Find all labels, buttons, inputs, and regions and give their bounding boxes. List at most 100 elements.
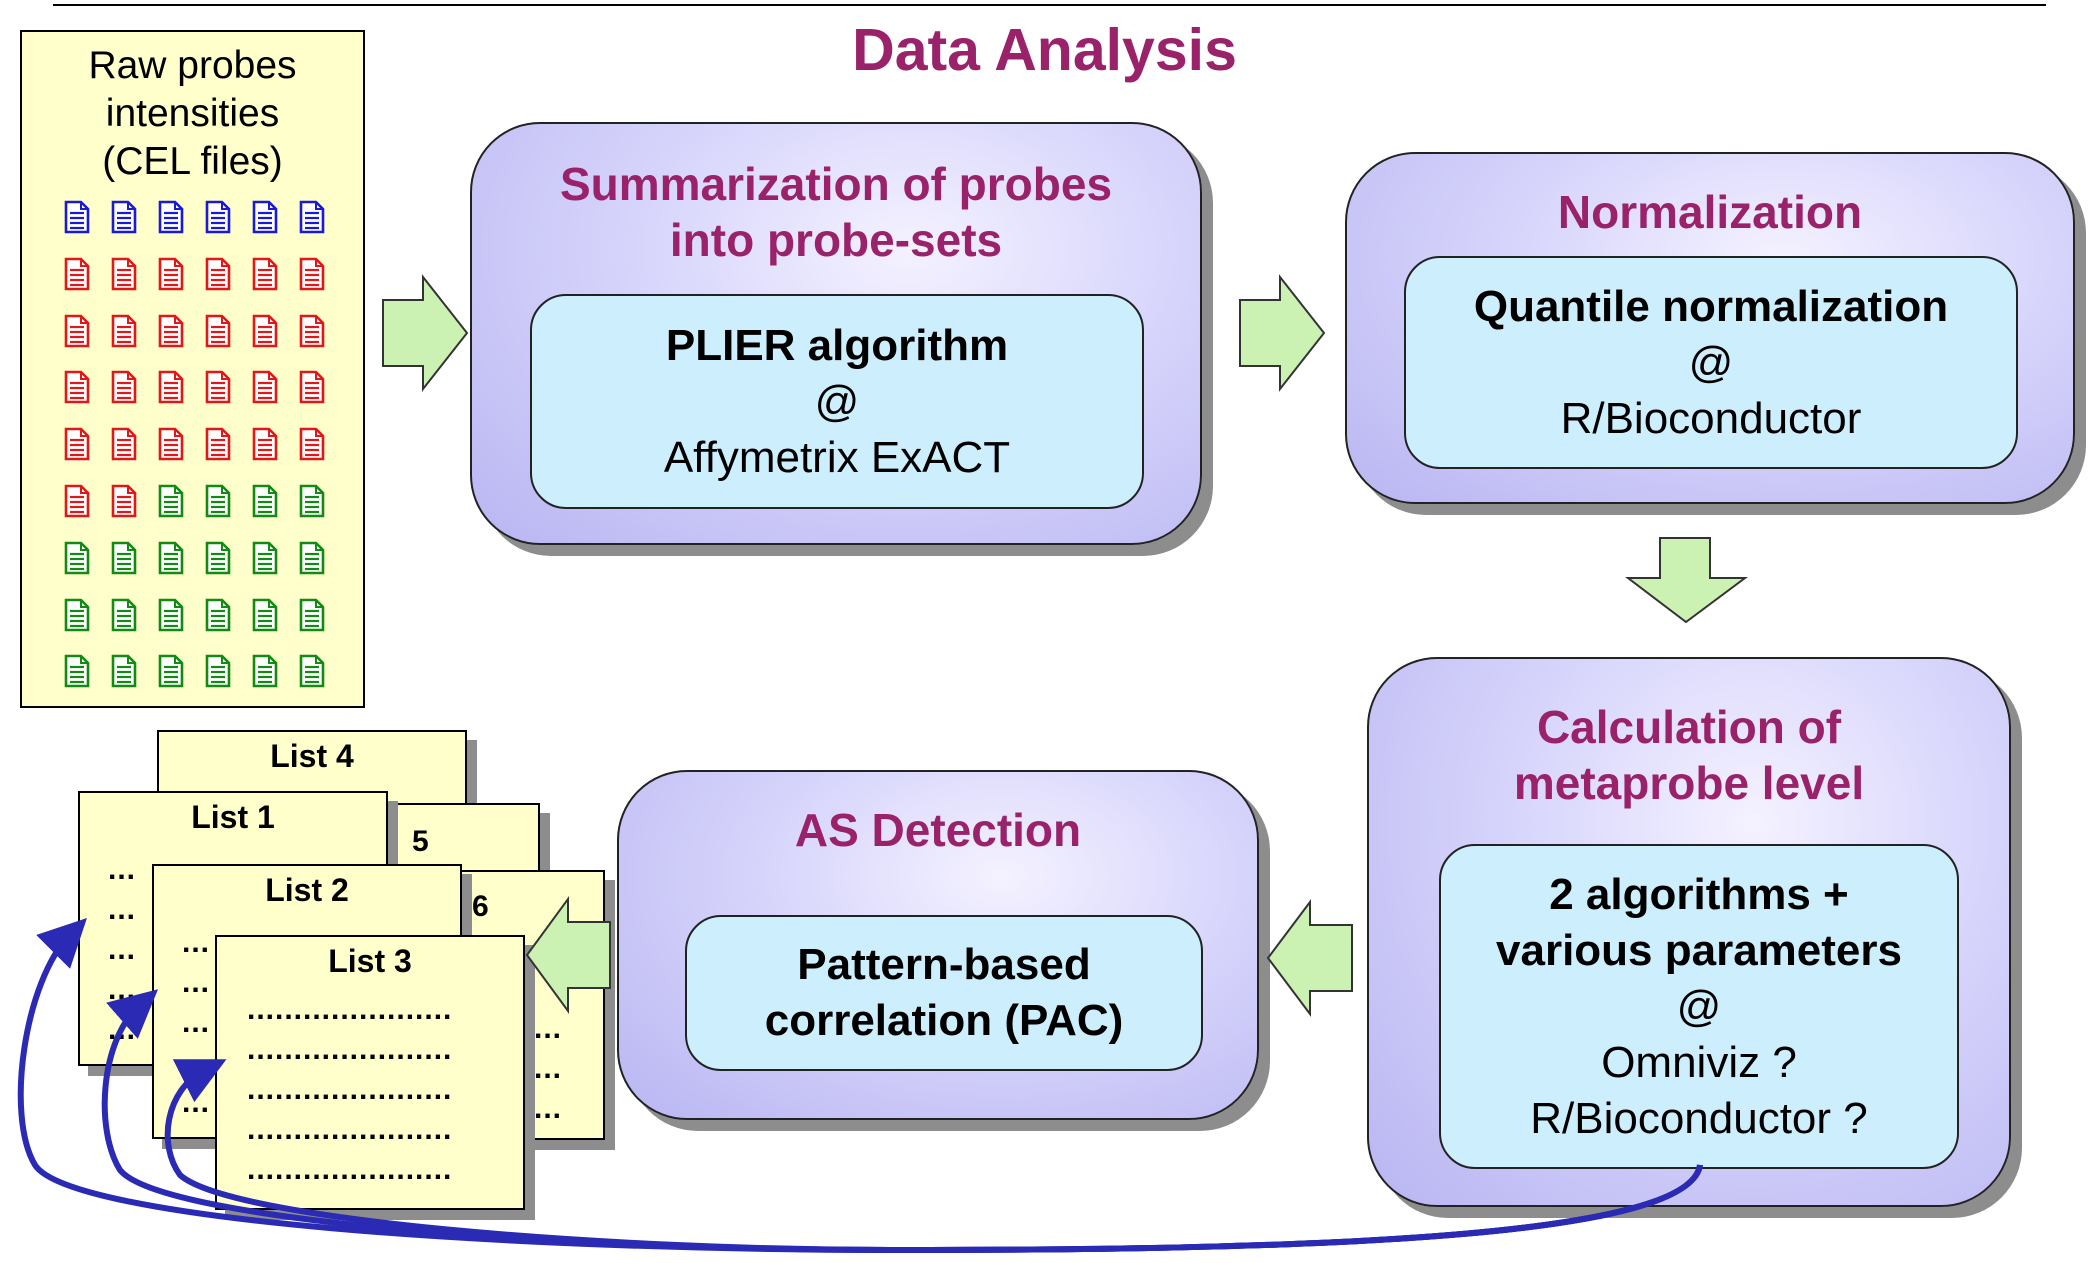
pattern-based-label: Pattern-based xyxy=(797,940,1091,989)
cel-file-icon xyxy=(64,484,90,518)
summarization-title: Summarization of probes into probe-sets xyxy=(472,156,1200,268)
cel-file-icon xyxy=(299,541,325,575)
cel-file-icon xyxy=(205,257,231,291)
raw-title-line: (CEL files) xyxy=(102,140,283,183)
list-1-dots: ... xyxy=(108,933,137,966)
cel-file-icon xyxy=(205,371,231,404)
cel-file-icon xyxy=(205,427,231,461)
cel-file-icon xyxy=(111,541,137,575)
at-label: @ xyxy=(814,376,860,426)
cel-file-icon xyxy=(252,541,278,575)
arrow-right-2 xyxy=(1239,274,1326,392)
summarization-box: Summarization of probes into probe-sets … xyxy=(470,122,1202,545)
title-line: into probe-sets xyxy=(669,214,1003,266)
cel-file-icon xyxy=(64,655,90,688)
title-line: metaprobe level xyxy=(1513,757,1865,809)
arrow-left-2 xyxy=(525,895,611,1015)
cel-file-icon xyxy=(158,655,184,688)
pac-label: correlation (PAC) xyxy=(764,996,1124,1045)
quantile-inner-box: Quantile normalization @ R/Bioconductor xyxy=(1404,256,2018,469)
cel-file-icon xyxy=(205,484,231,518)
list-5-fragment: 5 xyxy=(412,825,429,858)
cel-file-icon xyxy=(158,598,184,631)
list-2-dots: ... xyxy=(182,1006,211,1039)
cel-file-icon xyxy=(252,314,278,347)
cel-file-icon xyxy=(64,371,90,404)
cel-file-icon xyxy=(111,257,137,291)
raw-title-line: intensities xyxy=(105,92,280,135)
cel-file-icon xyxy=(158,484,184,518)
cel-file-icon xyxy=(299,257,325,291)
cel-file-icon xyxy=(158,314,184,347)
feedback-arrow-2 xyxy=(101,989,1703,1254)
plier-algorithm-label: PLIER algorithm xyxy=(665,320,1009,370)
list-2-dots: ... xyxy=(182,966,211,999)
list-3-dots: ...................... xyxy=(247,1073,453,1106)
list-6-dots: ... xyxy=(534,1052,563,1085)
cel-file-icon xyxy=(252,371,278,404)
algorithms-inner-box: 2 algorithms + various parameters @ Omni… xyxy=(1439,844,1959,1169)
cel-file-icon xyxy=(111,371,137,404)
title-line: Summarization of probes xyxy=(559,158,1113,210)
title-line: Calculation of xyxy=(1536,701,1842,753)
list-6-dots: ... xyxy=(534,1092,563,1125)
quantile-normalization-label: Quantile normalization xyxy=(1473,281,1949,331)
cel-file-icon xyxy=(158,427,184,461)
cel-file-icon xyxy=(158,257,184,291)
cel-file-icon xyxy=(158,371,184,404)
cel-file-icon xyxy=(252,655,278,688)
arrow-down xyxy=(1625,537,1749,624)
cel-file-icon xyxy=(205,541,231,575)
page-title: Data Analysis xyxy=(852,17,1237,83)
cel-file-icon xyxy=(111,427,137,461)
cel-file-icon xyxy=(252,427,278,461)
list-2-title: List 2 xyxy=(265,872,349,908)
cel-file-icon xyxy=(299,427,325,461)
cel-file-icon xyxy=(252,598,278,631)
cel-file-icon xyxy=(205,200,231,234)
omniviz-label: Omniviz ? xyxy=(1601,1037,1797,1087)
cel-file-icon xyxy=(64,427,90,461)
feedback-arrow-1 xyxy=(17,918,1703,1254)
pac-inner-box: Pattern-based correlation (PAC) xyxy=(685,915,1203,1071)
list-4-title: List 4 xyxy=(270,738,354,774)
cel-file-icon xyxy=(111,484,137,518)
cel-file-icon xyxy=(158,200,184,234)
cel-file-icon xyxy=(111,598,137,631)
at-label: @ xyxy=(1688,337,1734,387)
bioconductor-label: R/Bioconductor ? xyxy=(1530,1093,1868,1143)
cel-file-icon xyxy=(205,314,231,347)
cel-file-icon xyxy=(111,200,137,234)
cel-file-icon xyxy=(252,257,278,291)
list-6-dots: ... xyxy=(534,1012,563,1045)
list-6-fragment: 6 xyxy=(472,890,489,923)
arrow-left-1 xyxy=(1266,899,1353,1017)
arrow-right-1 xyxy=(382,274,469,392)
cel-file-icon xyxy=(64,541,90,575)
plier-inner-box: PLIER algorithm @ Affymetrix ExACT xyxy=(530,294,1144,509)
cel-file-icon xyxy=(64,314,90,347)
raw-title-line: Raw probes xyxy=(88,44,297,87)
feedback-arrow-3 xyxy=(164,1059,1703,1254)
list-2-dots: ... xyxy=(182,926,211,959)
cel-file-icon xyxy=(299,200,325,234)
cel-file-icon xyxy=(111,314,137,347)
list-3-dots: ...................... xyxy=(247,1033,453,1066)
list-3-dots: ...................... xyxy=(247,1153,453,1186)
list-1-dots: ... xyxy=(108,853,137,886)
metaprobe-box: Calculation of metaprobe level 2 algorit… xyxy=(1367,657,2011,1207)
cel-file-icon xyxy=(64,200,90,234)
cel-file-icon xyxy=(111,655,137,688)
cel-file-icon xyxy=(205,598,231,631)
tool-label: R/Bioconductor xyxy=(1560,393,1862,443)
cel-file-icon xyxy=(299,314,325,347)
cel-file-icon xyxy=(299,371,325,404)
cel-file-icon xyxy=(252,200,278,234)
algorithms-label: 2 algorithms + xyxy=(1549,869,1849,919)
parameters-label: various parameters xyxy=(1496,925,1902,975)
list-1-title: List 1 xyxy=(191,799,275,835)
as-detection-box: AS Detection Pattern-based correlation (… xyxy=(617,770,1259,1120)
cel-file-icon xyxy=(299,655,325,688)
normalization-box: Normalization Quantile normalization @ R… xyxy=(1345,152,2075,504)
